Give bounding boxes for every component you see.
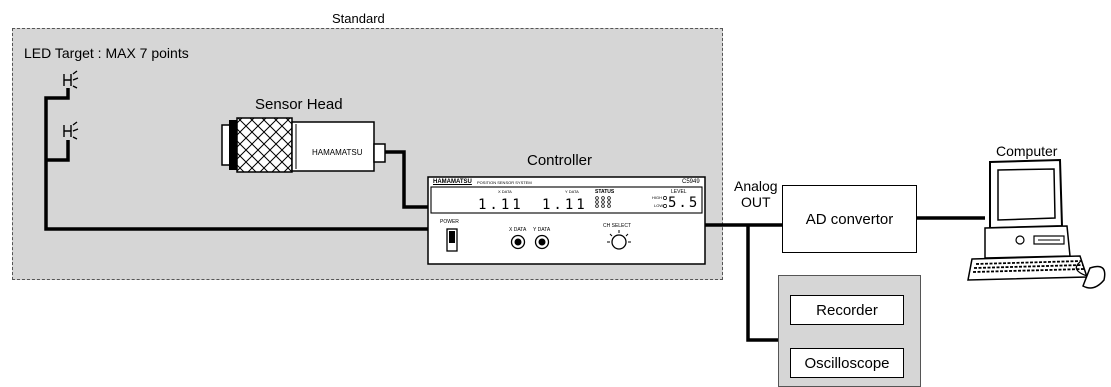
y-data-value: 1.11 [542, 197, 588, 213]
sensor-brand-text: HAMAMATSU [312, 148, 363, 157]
level-label: LEVEL [671, 189, 687, 195]
recorder-box: Recorder [790, 295, 904, 325]
controller-device [427, 176, 706, 265]
y-data-display-label: Y DATA [565, 189, 579, 194]
low-label: LOW [654, 203, 664, 208]
recorder-label: Recorder [816, 301, 878, 319]
controller-system-text: POSITION SENSOR SYSTEM [477, 180, 532, 185]
sensor-head [221, 117, 386, 173]
x-data-value: 1.11 [478, 197, 524, 213]
standard-label: Standard [332, 11, 385, 26]
level-value: 5.5 [668, 195, 700, 211]
recorder-wire [746, 225, 778, 342]
oscilloscope-box: Oscilloscope [790, 348, 904, 378]
controller-label: Controller [527, 152, 593, 169]
led-target-label: LED Target : MAX 7 points [24, 45, 189, 61]
oscilloscope-label: Oscilloscope [804, 354, 890, 372]
led-branch-wire [46, 140, 70, 162]
sensor-wire [385, 150, 428, 209]
sensor-head-label: Sensor Head [255, 96, 343, 113]
led-wire [44, 88, 428, 231]
power-label: POWER [440, 219, 459, 225]
high-label: HIGH [652, 195, 662, 200]
ad-convertor-box: AD convertor [782, 185, 917, 253]
computer-label: Computer [996, 143, 1058, 159]
controller-brand-text: HAMAMATSU [433, 179, 472, 185]
ch-select-label: CH SELECT [603, 223, 632, 229]
ad-convertor-label: AD convertor [805, 210, 894, 228]
analog-out-line2: OUT [741, 194, 771, 210]
status-label: STATUS [595, 189, 615, 195]
analog-out-line1: Analog [734, 178, 778, 194]
y-data-jack-label: Y DATA [533, 227, 551, 233]
led-target-icon [63, 121, 79, 140]
controller-model-text: C5949 [682, 179, 700, 185]
analog-out-label: Analog OUT [734, 178, 778, 210]
led-target-icon [63, 70, 79, 89]
x-data-display-label: X DATA [498, 189, 512, 194]
computer-icon [967, 158, 1106, 289]
connection-wires [44, 88, 985, 342]
x-data-jack-label: X DATA [509, 227, 527, 233]
